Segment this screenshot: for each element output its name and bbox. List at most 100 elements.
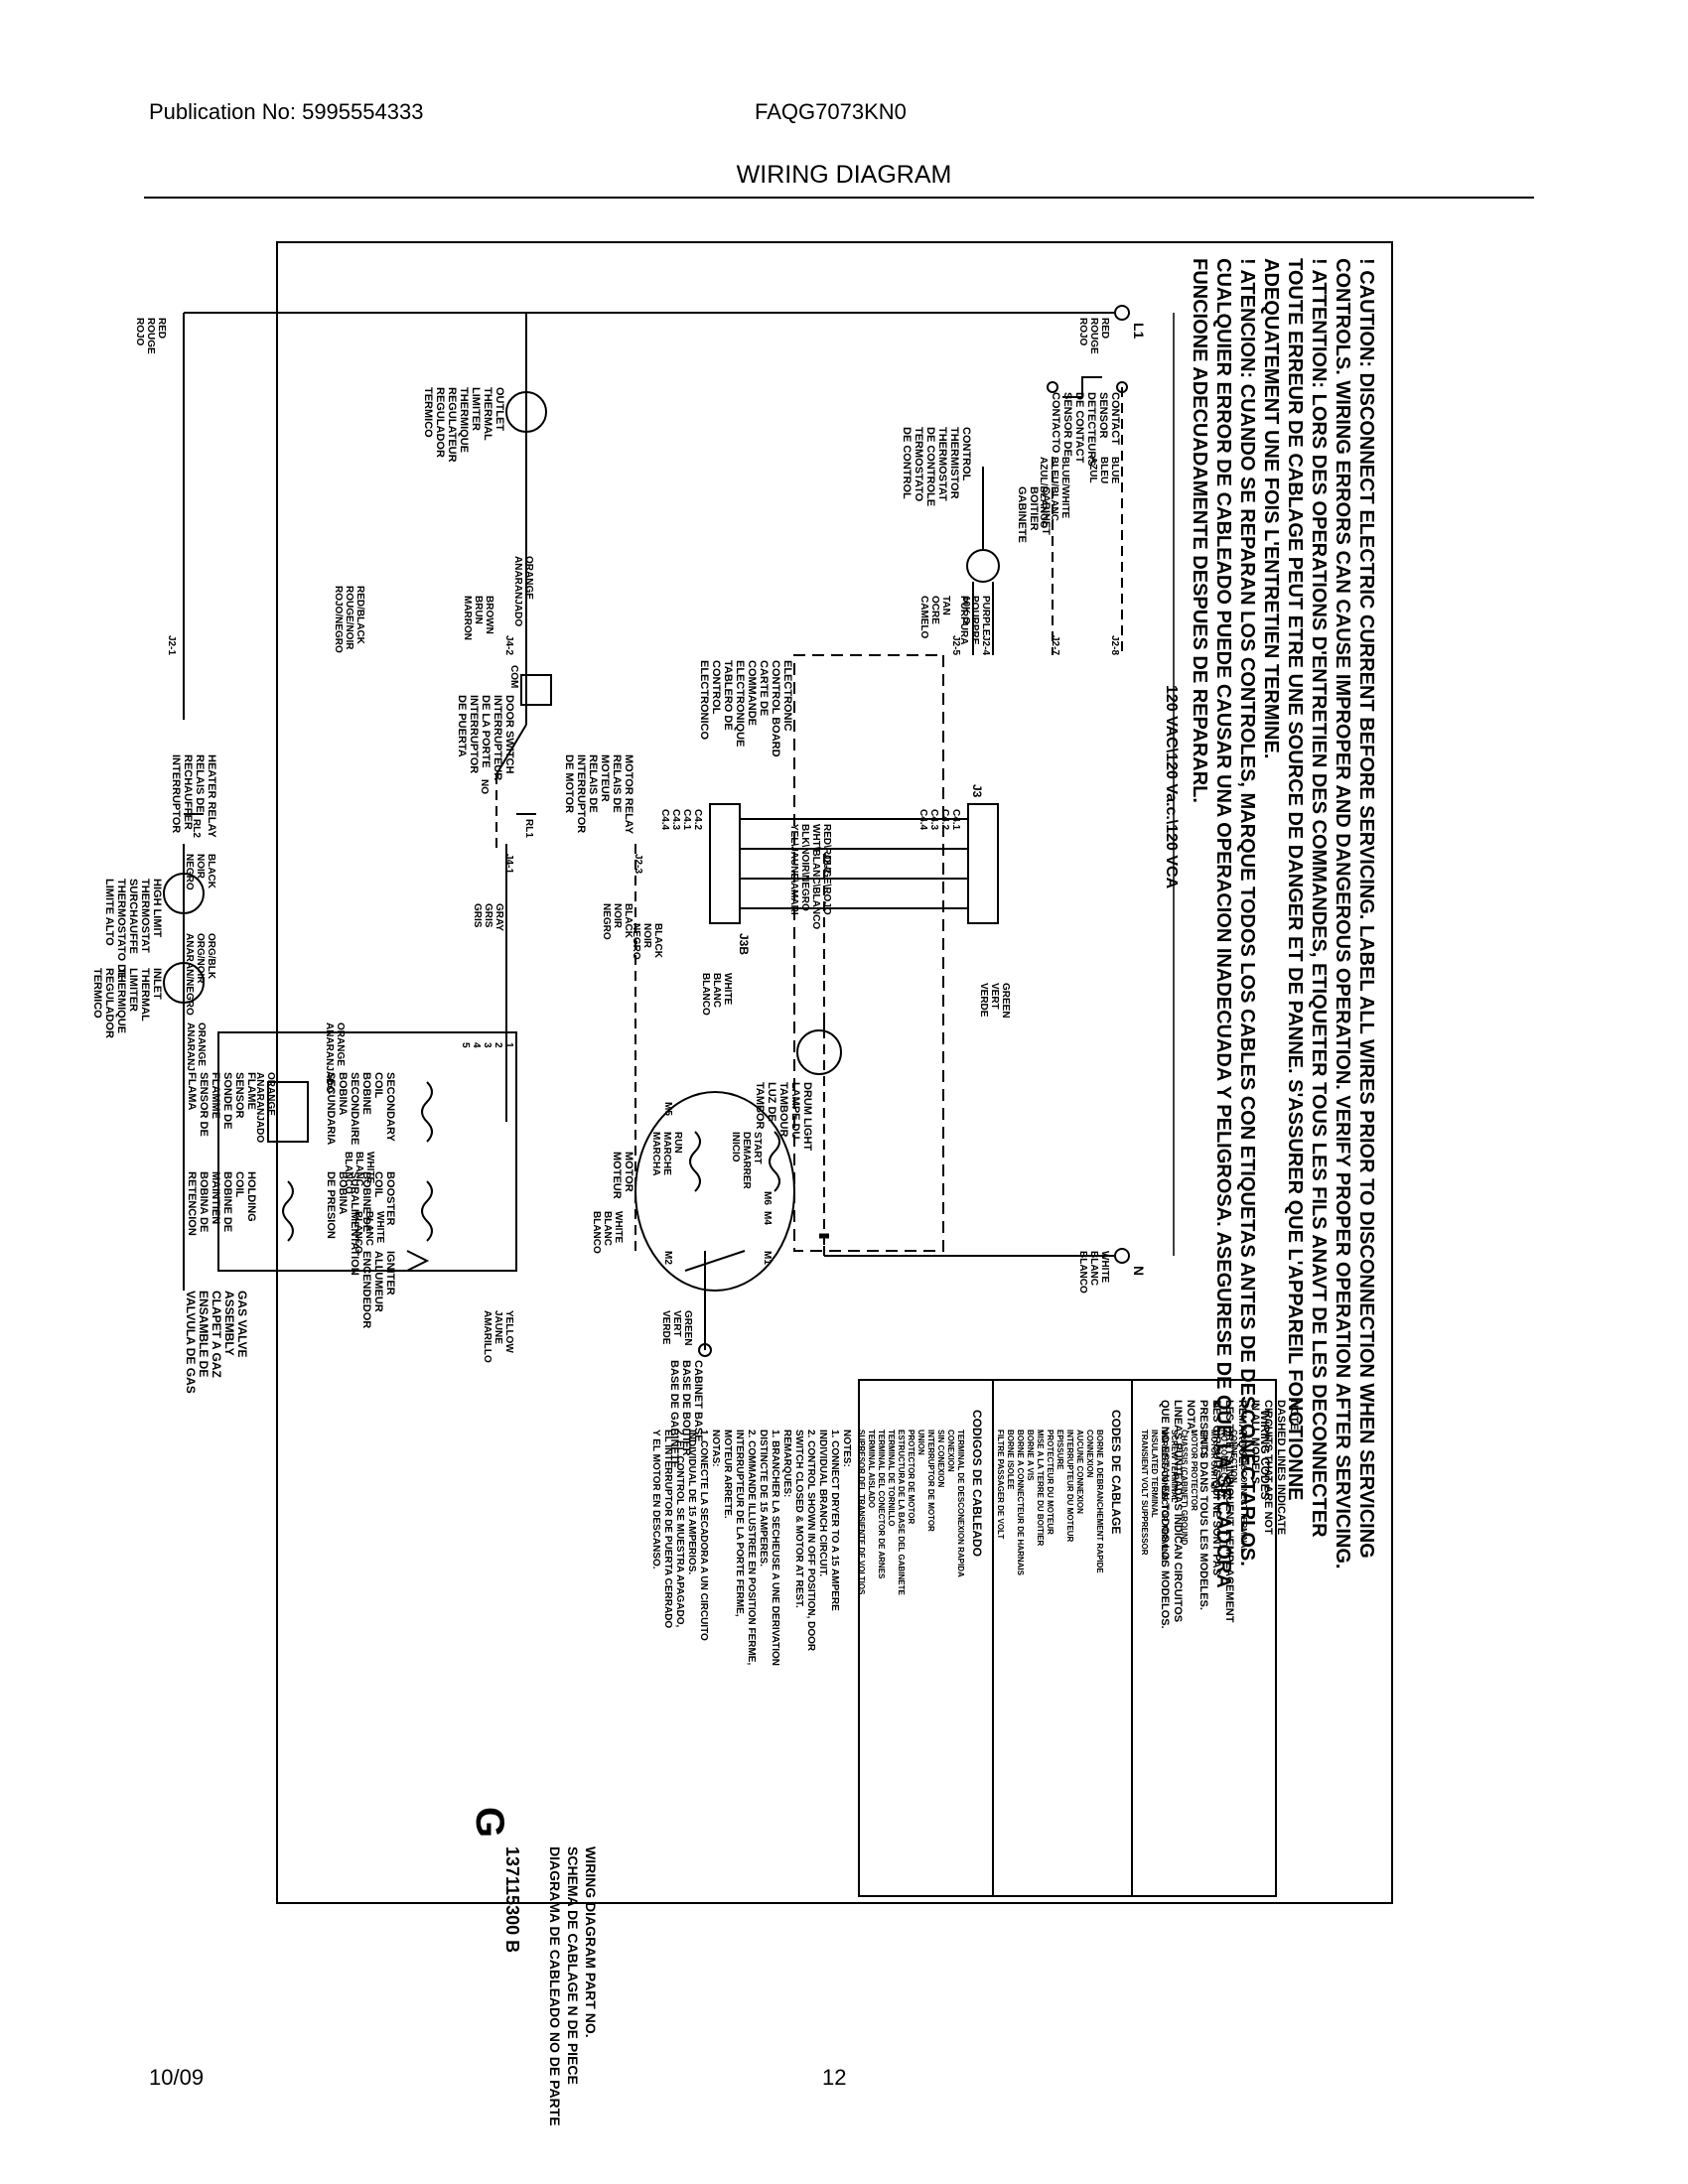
holding-coil-label-line: HOLDING [245,1171,257,1222]
motor-label-line: MOTEUR [611,1152,623,1199]
wire-green-cab-line: VERDE [978,983,989,1018]
codes-row-line: SPLICE [1199,1430,1208,1459]
pin-m6: M6 [762,1191,773,1205]
codes-row-line: CHASSIS (CABINET) GROUND [1180,1430,1189,1546]
electronic-board-label-line: ELECTRONICO [698,660,710,741]
wire-red-l1-line: RED [1099,318,1110,339]
codes-row: PROTECTEUR DU MOTEUR [1046,1430,1055,1535]
gas-valve-label-line: VALVULA DE GAS [184,1291,198,1394]
wire-black-m5-line: NOIR [641,923,652,949]
caution-line: ADEQUATEMENT UNE FOIS L'ENTRETIEN TERMIN… [1260,258,1282,758]
wire-green-line: GREEN [682,1310,693,1346]
codes-row: INTERRUPTOR DE MOTOR [926,1430,935,1532]
wire-blue-line: BLUE [1109,457,1120,484]
wiring-codes-table [858,1379,1277,1897]
cabinet-top-label-line: BOITIER [1028,486,1040,531]
codes-row-line: BORNE A CONNECTEUR DE HARNAIS [1016,1430,1025,1576]
notes-block-line: INDIVIDUAL BRANCH CIRCUIT. [817,1430,828,1576]
run-label-line: MARCHE [661,1132,672,1175]
notes-block-line: INTERRUPTEUR DE LA PORTE FERME, [734,1430,745,1617]
booster-coil-label-line: COIL [372,1171,384,1198]
pin-j2-7: J2-7 [1050,635,1060,655]
publication-number: Publication No: 5995554333 [149,99,424,124]
j3b-pins-line: C4.4 [659,809,670,831]
run-label-line: MARCHA [650,1132,661,1175]
electronic-board-label-line: COMMANDE [746,660,758,726]
j3-wires-line: WHT\BLANC\BLANCO [810,824,821,929]
wire-gray-line: GRAY [493,903,504,931]
cabinet-base-label-line: BASE DE BOITIER [680,1360,692,1456]
pin-m1: M1 [762,1251,773,1265]
drum-light-label-line: DRUM LIGHT [801,1082,813,1151]
codes-row: TRANSIENT VOLT SUPPRESSOR [1140,1430,1149,1556]
cabinet-top-label-line: GABINETE [1016,486,1028,543]
gv-terminals-line: 4 [471,1042,482,1048]
part-label-line: WIRING DIAGRAM PART NO. [583,1846,599,2038]
rl2-label: RL2 [191,819,202,838]
n-terminal [1114,1248,1130,1264]
booster-coil-label-line: BOOSTER [384,1171,396,1225]
j3b-label: J3B [737,933,751,955]
caution-line: FUNCIONE ADECUADAMENTE DESPUES DE REPARA… [1189,258,1210,803]
high-limit-thermostat [163,873,205,914]
electronic-board-label-line: CARTE DE [758,660,770,716]
wire-white-n-line: WHITE [1099,1251,1110,1284]
gas-valve-label-line: CLAPET A GAZ [210,1291,223,1378]
wire-red-black-line: ROUGE/NOIR [344,586,354,650]
codes-row: ESTRUCTURA DE LA BASE DEL GABINETE [897,1430,906,1595]
notes-block-line: 1. BRANCHER LA SECHEUSE A UNE DERIVATION [770,1430,780,1666]
rl2-label-line: RL2 [191,819,202,838]
motor [634,1091,795,1292]
wire-org-blk-line: ANARAN/NEGRO [184,933,195,1016]
wire-green-line: VERDE [660,1310,671,1345]
notes-block-line: REMARQUES: [781,1430,792,1497]
booster-coil [421,1180,433,1242]
wire-orange-gv2-line: ANARANJADO [254,1072,265,1143]
codes-row: MISE A LA TERRE DU BOITIER [1036,1430,1045,1547]
control-thermistor-label-line: TERMOSTATO [913,427,924,502]
booster-coil-label-line: SURALIMENTATION [349,1171,360,1276]
pin-j2-3-line: J2-3 [633,854,643,874]
wire-black-hl-line: NOIR [195,854,206,880]
codes-row: BORNE A VIS [1026,1430,1035,1481]
codes-row-line: MOTOR SWITCH [1209,1430,1218,1493]
codes-row: TERMINAL DE DESCONEXION RAPIDA [956,1430,965,1577]
holding-coil-label-line: BOBINE DE [221,1171,233,1232]
notes-block-line: 2. COMMANDE ILLUSTREE EN POSITION FERME, [746,1430,757,1665]
cabinet-top-label-line: CABINET [1040,486,1052,535]
wire-orange-com-line: ANARANJADO [512,556,523,626]
wire-yellow-line: YELLOW [503,1310,514,1353]
note-block-line: LINEAS PUNTEADAS INDICAN CIRCUITOS [1172,1400,1184,1622]
wire-black-hl-line: NEGRO [184,854,195,890]
cabinet-base-ground [698,1343,712,1357]
wire-red-left-line: ROUGE [145,318,156,354]
start-label-line: INICIO [730,1132,741,1162]
wire-yellow-line: JAUNE [492,1310,503,1344]
pin-j2-5-line: J2-5 [950,635,961,655]
codes-row: MOTOR SWITCH [1209,1430,1218,1493]
inlet-thermal-label-line: TERMICO [91,968,103,1019]
com-label-line: COM [508,665,519,688]
codes-row-line: TERMINAL DE TORNILLO [887,1430,896,1526]
wire-org-blk-line: ORG/BLK [206,933,216,980]
note-block-line: QUE NO ESTAN EN TODOS LOS MODELOS. [1159,1400,1171,1629]
motor-switch [684,1250,746,1272]
caution-text: ! CAUTION: DISCONNECT ELECTRIC CURRENT B… [1189,258,1377,1588]
wire-red-black-line: ROJO/NEGRO [333,586,344,653]
outlet-limiter-label-line: LIMITER [470,387,482,431]
voltage-label: 120 VAC\120 Va.c.\120 VCA [1163,685,1180,889]
notes-block: NOTES:1. CONNECT DRYER TO A 15 AMPEREIND… [650,1430,852,1666]
notes-block-line: 1. CONNECT DRYER TO A 15 AMPERE [829,1430,840,1611]
codes-header-fr: CODES DE CABLAGE [1109,1410,1123,1534]
door-switch-label-line: DE PUERTA [456,695,468,757]
codes-row-line: QUICK DISCONNECT TERMINAL [1239,1430,1248,1554]
